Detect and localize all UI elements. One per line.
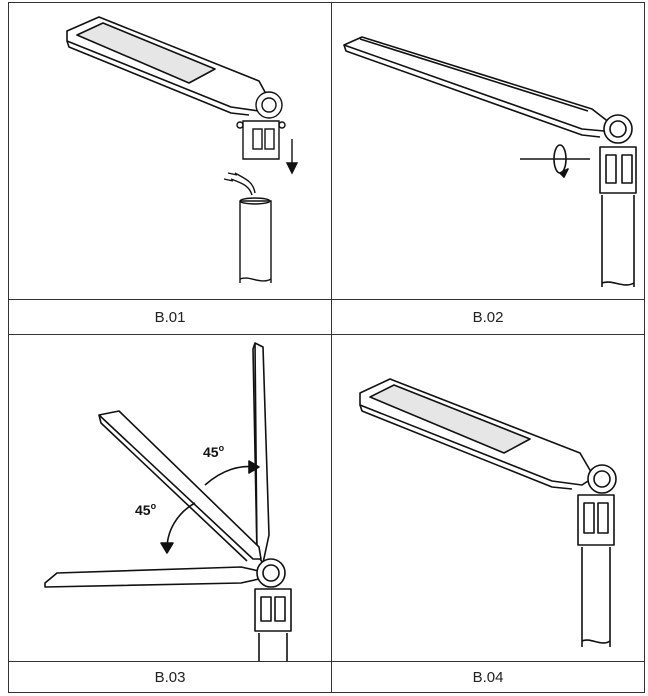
panel-b01-illustration: /* placeholder */ — [9, 3, 331, 299]
caption-b02: B.02 — [472, 308, 504, 326]
panel-b02-illustration — [332, 3, 644, 299]
angle-label-upper: 45o — [203, 443, 225, 460]
caption-b04: B.04 — [472, 668, 504, 686]
caption-b03: B.03 — [154, 668, 186, 686]
caption-b01: B.01 — [154, 308, 186, 326]
svg-text:45o: 45o — [203, 443, 225, 460]
angle-label-lower: 45o — [135, 501, 157, 518]
panel-b03-illustration: 45o 45o — [9, 335, 331, 661]
panel-b04-illustration — [332, 335, 644, 661]
svg-text:45o: 45o — [135, 501, 157, 518]
